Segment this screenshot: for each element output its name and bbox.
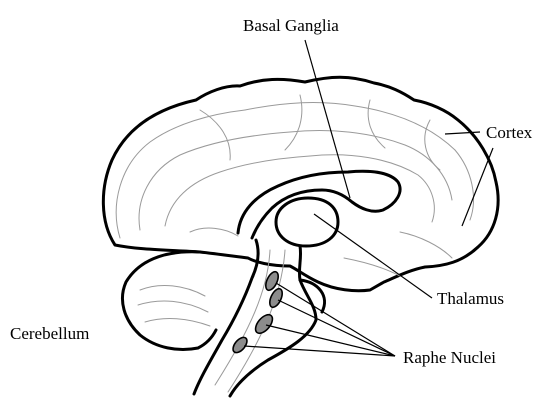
- corpus-callosum-outline: [238, 171, 400, 238]
- label-thalamus: Thalamus: [437, 289, 504, 308]
- brainstem-outline: [194, 240, 258, 394]
- raphe-nucleus-3: [252, 312, 275, 337]
- leader-thalamus: [314, 214, 432, 298]
- leader-cortex-2: [462, 148, 493, 226]
- leader-lines: [244, 40, 493, 356]
- leader-raphe-2: [278, 300, 395, 356]
- label-basal-ganglia: Basal Ganglia: [243, 16, 339, 35]
- label-raphe-nuclei: Raphe Nuclei: [403, 348, 496, 367]
- leader-cortex: [445, 132, 480, 134]
- label-cortex: Cortex: [486, 123, 533, 142]
- label-cerebellum: Cerebellum: [10, 324, 89, 343]
- thalamus-outline: [276, 198, 338, 246]
- raphe-nucleus-4: [230, 335, 249, 355]
